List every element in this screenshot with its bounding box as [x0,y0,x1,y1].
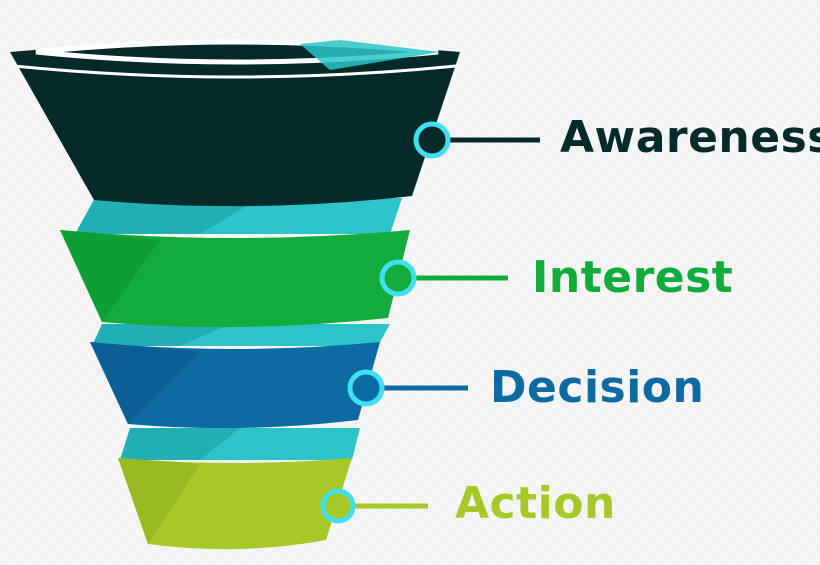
connector-dot-awareness [413,121,451,159]
ribbon-interest-decision-shade [92,324,230,346]
rim-highlight [300,40,440,70]
funnel-layer-interest-shade [60,230,160,322]
funnel-layer-awareness [10,42,460,207]
stage-label-action: Action [455,478,616,529]
rim-band [13,64,457,79]
connector-dot-decision [347,369,385,407]
funnel-layer-action-shade [118,458,200,544]
connector-dot-interest [379,259,417,297]
ribbon-decision-action-shade [120,428,240,460]
stage-label-awareness: Awareness [560,112,820,163]
stage-label-interest: Interest [532,252,734,303]
funnel-layer-decision-shade [90,342,200,424]
connector-dot-action [320,488,356,524]
stage-label-decision: Decision [490,362,705,413]
ribbon-awareness-interest-shade [75,198,260,234]
